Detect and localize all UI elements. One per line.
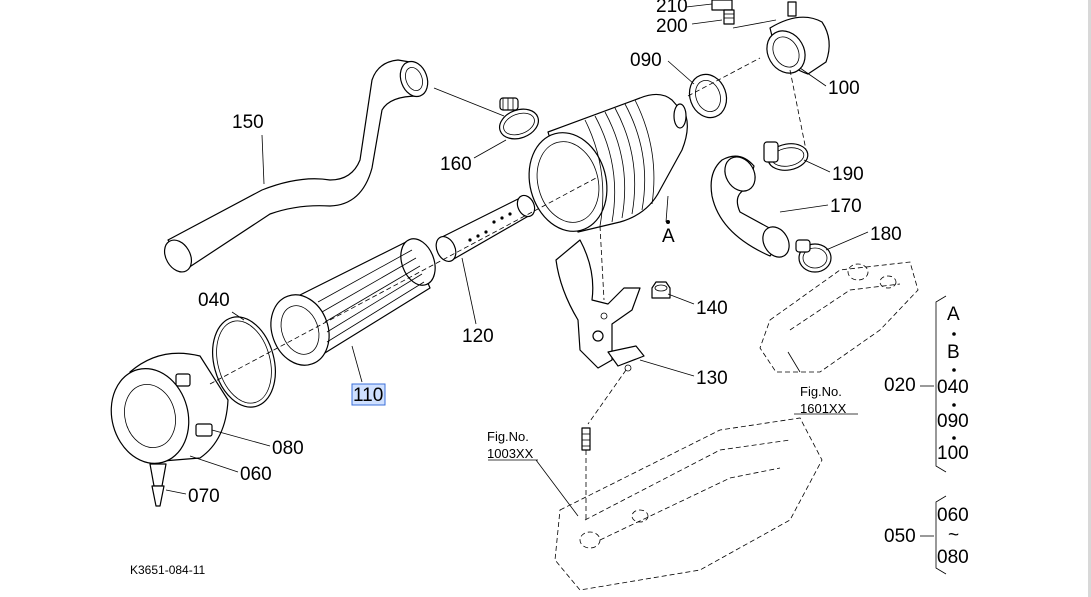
label-100[interactable]: 100 [828, 78, 860, 99]
hose-clamp-190[interactable] [763, 141, 810, 174]
vertical-scrollbar[interactable] [1088, 0, 1091, 597]
fitting-200-210[interactable] [711, 0, 777, 29]
label-160[interactable]: 160 [440, 154, 472, 175]
label-070[interactable]: 070 [188, 486, 220, 507]
legend-050-item-060: 060 [937, 505, 969, 526]
o-ring-040[interactable] [203, 310, 285, 414]
fig-ref-1601xx[interactable]: Fig.No. 1601XX [800, 384, 847, 416]
leader-lines [165, 3, 869, 517]
legend-050-label[interactable]: 050 [884, 526, 916, 547]
label-040[interactable]: 040 [198, 290, 230, 311]
engine-block [554, 417, 823, 591]
fig-ref-1003xx-title: Fig.No. [487, 429, 529, 444]
label-120[interactable]: 120 [462, 326, 494, 347]
legend-020-item-100: 100 [937, 443, 969, 464]
safety-element-120[interactable] [432, 193, 538, 265]
label-060[interactable]: 060 [240, 464, 272, 485]
label-180[interactable]: 180 [870, 224, 902, 245]
legend-050-item-range: ~ [948, 525, 959, 546]
part-labels: 210 200 090 100 150 160 190 170 180 A 04… [188, 0, 902, 507]
ring-090[interactable] [684, 69, 733, 123]
fig-ref-1601xx-number: 1601XX [800, 401, 847, 416]
hose-clamp-180[interactable] [795, 239, 832, 273]
label-150[interactable]: 150 [232, 112, 264, 133]
label-A[interactable]: A [662, 226, 675, 247]
label-200[interactable]: 200 [656, 16, 688, 37]
legend-group-020: 020 A B 040 090 100 [884, 295, 969, 473]
legend-020-item-090: 090 [937, 411, 969, 432]
legend-020-item-A: A [947, 304, 960, 325]
hose-170[interactable] [710, 151, 794, 261]
bracket-130[interactable] [555, 239, 645, 372]
legend-050-item-080: 080 [937, 547, 969, 568]
legend-group-050: 050 060 ~ 080 [884, 495, 969, 575]
hose-clamp-160[interactable] [495, 97, 542, 144]
label-130[interactable]: 130 [696, 368, 728, 389]
drawing-code: K3651-084-11 [130, 563, 205, 577]
intake-hose-150[interactable] [159, 58, 432, 277]
elbow-100[interactable] [759, 1, 830, 80]
air-cleaner-cover[interactable] [101, 352, 229, 507]
label-190[interactable]: 190 [832, 164, 864, 185]
centerlines [209, 57, 807, 520]
fig-ref-1601xx-title: Fig.No. [800, 384, 842, 399]
label-210[interactable]: 210 [656, 0, 688, 17]
label-090[interactable]: 090 [630, 50, 662, 71]
stud-bolt [581, 427, 591, 451]
nut-140[interactable] [651, 281, 671, 299]
filter-element-110[interactable] [261, 234, 441, 373]
label-140[interactable]: 140 [696, 298, 728, 319]
fig-ref-1003xx-number: 1003XX [487, 446, 534, 461]
legend-020-item-B: B [947, 342, 960, 363]
label-110[interactable]: 110 [353, 385, 383, 406]
selected-highlight [351, 383, 386, 406]
legend-020-label[interactable]: 020 [884, 375, 916, 396]
label-170[interactable]: 170 [830, 196, 862, 217]
label-080[interactable]: 080 [272, 438, 304, 459]
intake-manifold [759, 261, 919, 373]
air-cleaner-body[interactable] [518, 93, 688, 240]
fig-ref-1003xx[interactable]: Fig.No. 1003XX [487, 429, 534, 461]
legend-020-item-040: 040 [937, 377, 969, 398]
